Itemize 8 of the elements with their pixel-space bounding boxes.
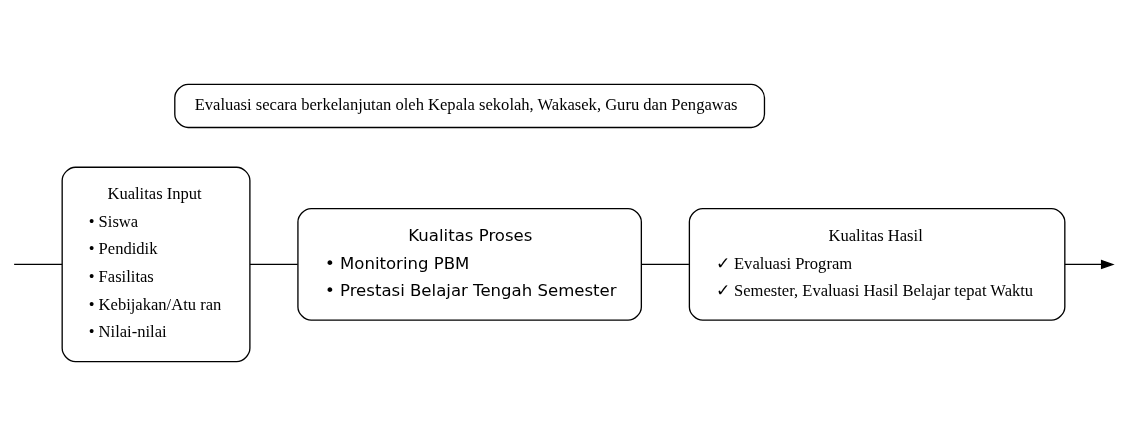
connector [640, 263, 690, 266]
node-box: Evaluasi secara berkelanjutan oleh Kepala sekolah, Wakasek, Guru dan Pengawas [174, 83, 766, 129]
connector [13, 263, 63, 266]
arrow [1064, 259, 1115, 270]
node-box: Kualitas Hasil ✓ Evaluasi Program ✓ Semester, Evaluasi Hasil Belajar tepat Waktu [688, 207, 1066, 321]
connector [249, 263, 299, 266]
node-box: Kualitas Input • Siswa • Pendidik • Fasilitas • Kebijakan/Atu ran • Nilai-nilai [61, 166, 251, 363]
node-box: Kualitas Proses • Monitoring PBM • Prestasi Belajar Tengah Semester [297, 207, 642, 321]
